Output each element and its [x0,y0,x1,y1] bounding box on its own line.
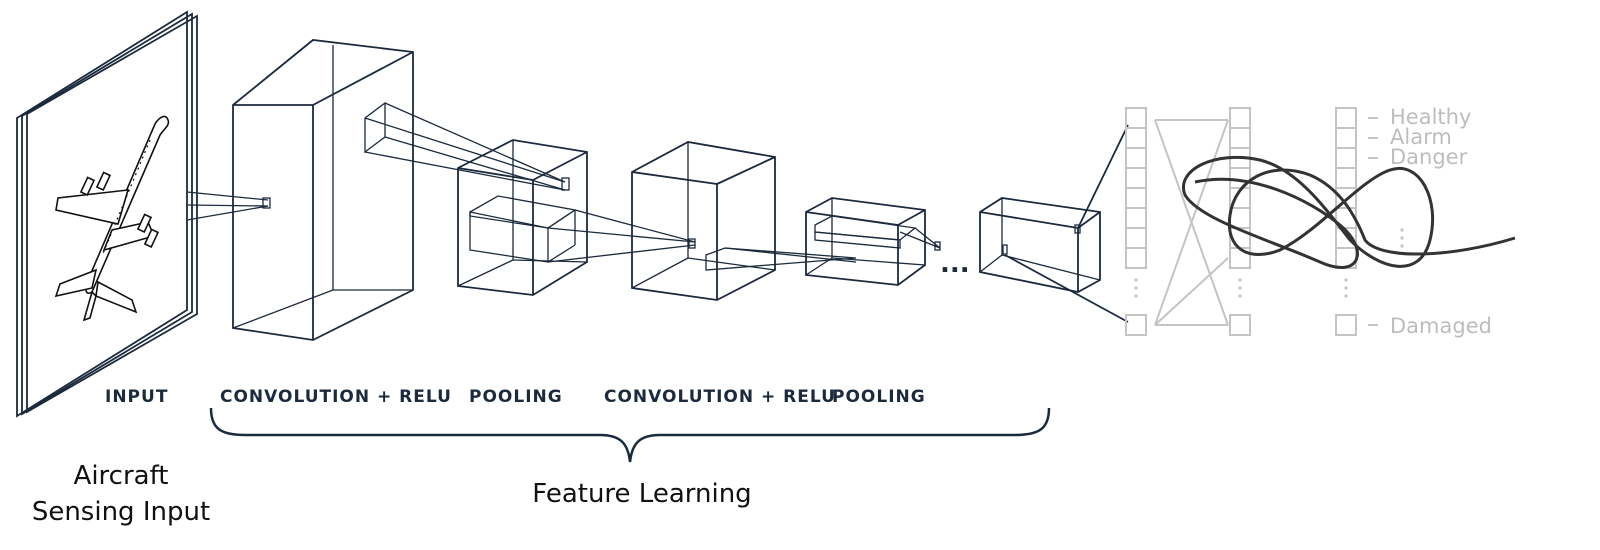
stage-label-conv2: CONVOLUTION + RELU [604,387,836,407]
caption-sensing-input: Sensing Input [32,497,210,527]
pool2-volume [805,197,941,286]
class-label-danger: Danger [1390,145,1468,169]
scribble-curve [1181,155,1516,269]
conv1-volume [232,39,566,341]
pool1-volume [457,139,696,296]
stage-label-pool2: POOLING [832,387,926,407]
aircraft-icon [54,115,170,322]
stage-label-pool1: POOLING [469,387,563,407]
class-label-healthy: Healthy [1390,105,1471,129]
class-label-damaged: Damaged [1390,314,1492,338]
final-feature-volume [979,124,1129,323]
fc-connections [1154,119,1229,326]
input-connection [186,191,271,221]
fully-connected-layer-2 [1229,107,1251,336]
conv2-volume [631,141,857,301]
caption-aircraft: Aircraft [74,461,169,491]
input-image-stack [16,10,198,418]
fully-connected-layer-1 [1125,107,1147,336]
stage-label-conv1: CONVOLUTION + RELU [220,387,452,407]
caption-feature-learning: Feature Learning [532,479,751,509]
stage-label-input: INPUT [105,387,168,407]
ellipsis: ... [940,249,970,279]
class-label-alarm: Alarm [1390,125,1452,149]
feature-learning-brace [209,407,1051,463]
